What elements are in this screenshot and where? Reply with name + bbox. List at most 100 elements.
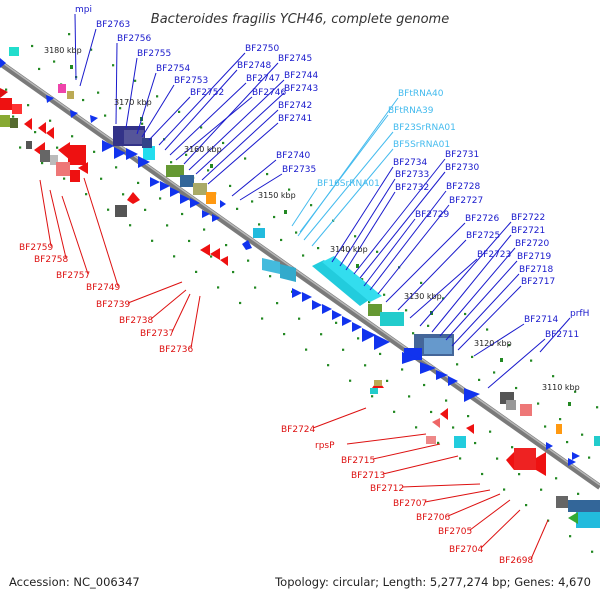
track-dot [178, 110, 181, 113]
track-dot [247, 259, 250, 262]
track-dot [368, 301, 371, 304]
track-dot [254, 286, 257, 289]
track-dot [474, 441, 477, 445]
track-dot [515, 386, 518, 390]
track-dot [467, 415, 470, 418]
forward-leader-line [136, 72, 157, 135]
feature-arrow [160, 181, 170, 191]
track-dot [302, 254, 305, 257]
reverse-gene-label: BF2739 [96, 300, 131, 310]
feature-box [374, 380, 382, 386]
feature-arrow [138, 156, 150, 168]
feature-box [40, 150, 50, 162]
track-dot [596, 406, 599, 409]
forward-leader-line [439, 247, 516, 337]
feature-arrow [46, 127, 54, 139]
track-dot [412, 332, 415, 335]
track-dot [335, 321, 338, 324]
track-dot [185, 153, 188, 156]
tick-label: 3170 kbp [114, 98, 152, 107]
track-dot [423, 383, 426, 387]
track-dot [107, 208, 110, 211]
track-dot [518, 473, 521, 476]
feature-arrow [352, 322, 362, 332]
reverse-leader-line [312, 407, 367, 429]
feature-box [9, 47, 19, 56]
track-dot [577, 492, 580, 495]
forward-leader-line [331, 166, 394, 263]
track-dot [327, 364, 330, 367]
track-dot [427, 324, 430, 327]
feature-box [12, 104, 22, 114]
feature-arrow [432, 418, 440, 428]
feature-arrow [220, 256, 228, 266]
feature-arrow [302, 292, 312, 302]
track-dot [273, 215, 276, 219]
feature-box [193, 183, 207, 195]
tick-mark [568, 402, 571, 406]
track-dot [27, 104, 30, 107]
rrna-feature [280, 264, 296, 282]
forward-leader-line [339, 178, 396, 267]
feature-arrow [546, 442, 553, 450]
forward-gene-label: BF2740 [276, 151, 311, 161]
feature-arrow [568, 458, 576, 466]
track-dot [122, 193, 125, 196]
feature-arrow [464, 388, 480, 402]
reverse-gene-label: BF2737 [140, 329, 174, 339]
track-dot [12, 115, 15, 118]
track-dot [188, 239, 191, 243]
tick-label: 3130 kbp [404, 292, 442, 301]
forward-gene-label: BF2755 [137, 49, 171, 59]
track-dot [588, 456, 591, 459]
feature-arrow [210, 248, 220, 260]
feature-box [58, 84, 66, 93]
track-dot [71, 135, 74, 138]
track-dot [5, 88, 8, 91]
track-dot [503, 488, 506, 491]
track-dot [540, 488, 543, 491]
feature-arrow [568, 512, 578, 524]
track-dot [574, 390, 577, 393]
track-dot [508, 343, 511, 347]
reverse-gene-label: BF2713 [351, 471, 385, 481]
forward-gene-label: BF2711 [545, 330, 579, 340]
forward-leader-line [125, 57, 138, 129]
track-dot [156, 95, 159, 98]
track-dot [41, 161, 44, 165]
track-dot [251, 200, 254, 203]
feature-arrow [242, 240, 252, 250]
feature-box [26, 141, 32, 149]
forward-leader-line [419, 221, 512, 327]
track-dot [361, 278, 364, 281]
rrna-feature [262, 258, 280, 274]
forward-leader-line [183, 62, 279, 165]
feature-box [70, 170, 80, 182]
feature-arrow [436, 370, 448, 380]
feature-arrow [150, 177, 160, 187]
forward-leader-line [431, 234, 512, 333]
feature-arrow [114, 147, 126, 159]
feature-arrow [212, 214, 220, 222]
track-dot [401, 368, 404, 371]
feature-arrow [220, 200, 226, 208]
feature-arrow [24, 118, 32, 130]
gene-features [0, 47, 600, 528]
forward-leader-line [363, 218, 416, 287]
track-dot [408, 395, 411, 398]
track-dot [195, 270, 198, 273]
feature-arrow [322, 304, 332, 314]
forward-gene-label: BF2746 [252, 88, 287, 98]
forward-gene-label: BF2719 [517, 252, 552, 262]
track-dot [552, 375, 555, 378]
forward-gene-label: BFtRNA40 [398, 89, 444, 99]
feature-arrow [536, 452, 546, 476]
track-dot [379, 352, 382, 356]
reverse-gene-label: BF2715 [341, 456, 375, 466]
feature-arrow [202, 210, 210, 218]
tick-label: 3150 kbp [258, 191, 296, 200]
feature-box [206, 192, 216, 204]
track-dot [134, 79, 137, 82]
reverse-leader-line [424, 489, 491, 503]
feature-box [180, 175, 194, 187]
